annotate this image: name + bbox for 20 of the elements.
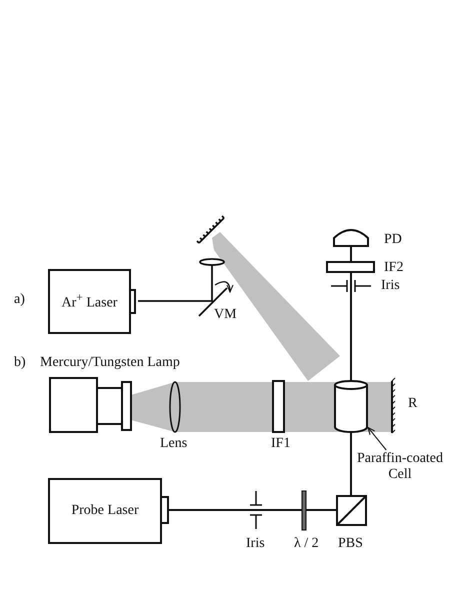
leader-line (368, 427, 387, 450)
device-label: Probe Laser (71, 503, 139, 519)
part-label: R (408, 396, 418, 412)
part-label: Mercury/Tungsten Lamp (40, 355, 180, 371)
part-label: λ / 2 (294, 536, 319, 552)
part-label: VM (214, 307, 237, 323)
part-label: Iris (381, 278, 400, 294)
laser-box (48, 478, 162, 544)
cell-icon (334, 380, 368, 433)
part-label: PBS (338, 536, 363, 552)
part-label: Lens (160, 436, 188, 452)
part-label: PD (384, 232, 402, 248)
callout-text: Paraffin-coated Cell (350, 450, 450, 484)
panel-label: b) (14, 355, 26, 371)
part-label: IF1 (271, 436, 290, 452)
laser-box (48, 269, 131, 334)
device-label: Ar$^{+}$ Laser (62, 291, 118, 312)
panel-label: a) (14, 292, 25, 308)
part-label: IF2 (384, 260, 404, 276)
part-label: Iris (246, 536, 265, 552)
